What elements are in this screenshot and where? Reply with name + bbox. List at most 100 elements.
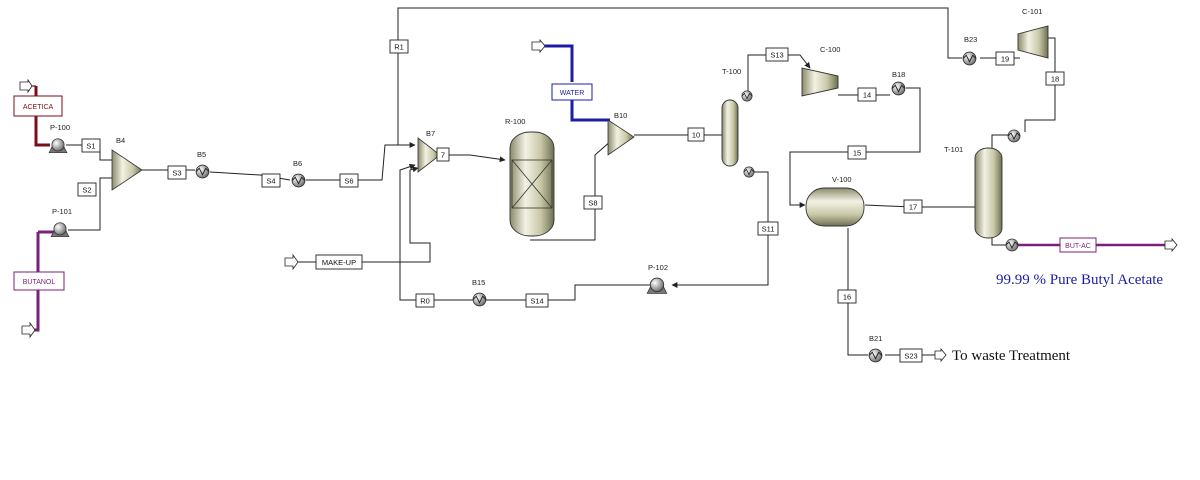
stream-16[interactable]: 16: [837, 289, 857, 304]
water-box[interactable]: [551, 83, 593, 101]
mixer-b7-icon[interactable]: [417, 137, 441, 173]
svg-text:S1: S1: [86, 142, 95, 151]
stream-s1[interactable]: S1: [81, 138, 101, 153]
stream-s11[interactable]: S11: [757, 221, 779, 236]
product-note: 99.99 % Pure Butyl Acetate: [996, 272, 1163, 288]
process-lines: [66, 7, 1056, 356]
unit-label-r100: R-100: [505, 117, 525, 126]
unit-label-b4: B4: [116, 136, 125, 145]
unit-label-b7: B7: [426, 129, 435, 138]
svg-text:S4: S4: [266, 177, 275, 186]
svg-text:15: 15: [853, 149, 861, 158]
stream-14[interactable]: 14: [857, 87, 877, 102]
svg-text:17: 17: [909, 203, 917, 212]
stream-15[interactable]: 15: [847, 145, 867, 160]
water-label: WATER: [560, 90, 585, 97]
butanol-box[interactable]: [13, 271, 65, 291]
unit-label-b18: B18: [892, 70, 905, 79]
unit-label-t101: T-101: [944, 145, 963, 154]
unit-label-b5: B5: [197, 150, 206, 159]
heater-b21-icon[interactable]: [868, 348, 883, 363]
heater-b15-icon[interactable]: [472, 292, 487, 307]
acetica-label: ACETICA: [23, 104, 54, 111]
unit-label-b6: B6: [293, 159, 302, 168]
stream-s13[interactable]: S13: [765, 47, 789, 62]
svg-text:S2: S2: [82, 186, 91, 195]
svg-text:S6: S6: [344, 177, 353, 186]
stream-18[interactable]: 18: [1045, 71, 1065, 86]
svg-text:R1: R1: [394, 43, 404, 52]
unit-label-b21: B21: [869, 334, 882, 343]
pump-p100-icon[interactable]: [48, 138, 68, 154]
stream-10[interactable]: 10: [687, 127, 705, 142]
acetica-box[interactable]: [13, 95, 63, 117]
unit-label-b10: B10: [614, 111, 627, 120]
waste-note: To waste Treatment: [952, 348, 1071, 364]
svg-text:18: 18: [1051, 75, 1059, 84]
svg-text:S8: S8: [588, 199, 597, 208]
make-up-label: MAKE-UP: [322, 258, 356, 267]
compressor-c101-icon[interactable]: [1017, 25, 1049, 59]
make-up-arrow-icon: [284, 253, 299, 271]
stream-s3[interactable]: S3: [167, 165, 187, 180]
mixer-b4-icon[interactable]: [111, 149, 143, 191]
unit-label-p101: P-101: [52, 207, 72, 216]
but-ac-label: BUT-AC: [1065, 243, 1091, 250]
acetica-feed-line: [34, 86, 50, 147]
column-t101-icon[interactable]: [974, 147, 1003, 239]
stream-7[interactable]: 7: [436, 147, 450, 162]
svg-text:S3: S3: [172, 169, 181, 178]
svg-text:S14: S14: [530, 297, 543, 306]
pump-p102-icon[interactable]: [646, 277, 668, 294]
svg-text:R0: R0: [420, 297, 430, 306]
svg-text:S11: S11: [762, 225, 775, 234]
stream-r1[interactable]: R1: [389, 39, 409, 54]
unit-label-b23: B23: [964, 35, 977, 44]
water-arrow-icon: [531, 38, 546, 54]
svg-text:7: 7: [441, 151, 445, 160]
compressor-c100-icon[interactable]: [801, 67, 839, 97]
water-feed-line: [540, 44, 610, 122]
reactor-r100-icon[interactable]: [509, 131, 555, 237]
svg-text:14: 14: [863, 91, 871, 100]
unit-label-b15: B15: [472, 278, 485, 287]
butanol-arrow-icon: [21, 321, 36, 339]
make-up-box[interactable]: [315, 254, 363, 270]
stream-s6[interactable]: S6: [339, 173, 359, 188]
reboiler-t101-icon: [1005, 238, 1019, 252]
stream-r0[interactable]: R0: [415, 293, 435, 308]
unit-label-t100: T-100: [722, 67, 741, 76]
but-ac-box[interactable]: [1059, 237, 1097, 253]
stream-17[interactable]: 17: [903, 199, 923, 214]
pump-p101-icon[interactable]: [50, 222, 70, 238]
acetica-arrow-icon: [19, 78, 33, 94]
stream-s23[interactable]: S23: [899, 348, 923, 363]
svg-text:19: 19: [1001, 55, 1009, 64]
stream-s14[interactable]: S14: [525, 293, 549, 308]
product-arrow-icon: [1164, 237, 1178, 253]
unit-label-p100: P-100: [50, 123, 70, 132]
mixer-b10-icon[interactable]: [607, 119, 635, 156]
heater-b23-icon[interactable]: [962, 51, 977, 66]
condenser-t100-icon: [741, 90, 753, 102]
svg-text:S13: S13: [770, 51, 783, 60]
stream-s8[interactable]: S8: [583, 195, 603, 210]
heater-b18-icon[interactable]: [891, 81, 906, 96]
heater-b6-icon[interactable]: [291, 173, 306, 188]
svg-text:10: 10: [692, 131, 700, 140]
condenser-t101-icon: [1007, 129, 1021, 143]
flash-v100-icon[interactable]: [805, 187, 865, 227]
column-t100-icon[interactable]: [721, 99, 739, 167]
heater-b5-icon[interactable]: [195, 164, 210, 179]
stream-19[interactable]: 19: [995, 51, 1015, 66]
butanol-label: BUTANOL: [23, 279, 56, 286]
reboiler-t100-icon: [743, 166, 755, 178]
stream-s2[interactable]: S2: [77, 182, 97, 197]
unit-label-v100: V-100: [832, 175, 852, 184]
unit-label-c100: C-100: [820, 45, 840, 54]
svg-text:16: 16: [843, 293, 851, 302]
waste-arrow-icon: [934, 347, 947, 363]
stream-s4[interactable]: S4: [261, 173, 281, 188]
unit-label-c101: C-101: [1022, 7, 1042, 16]
